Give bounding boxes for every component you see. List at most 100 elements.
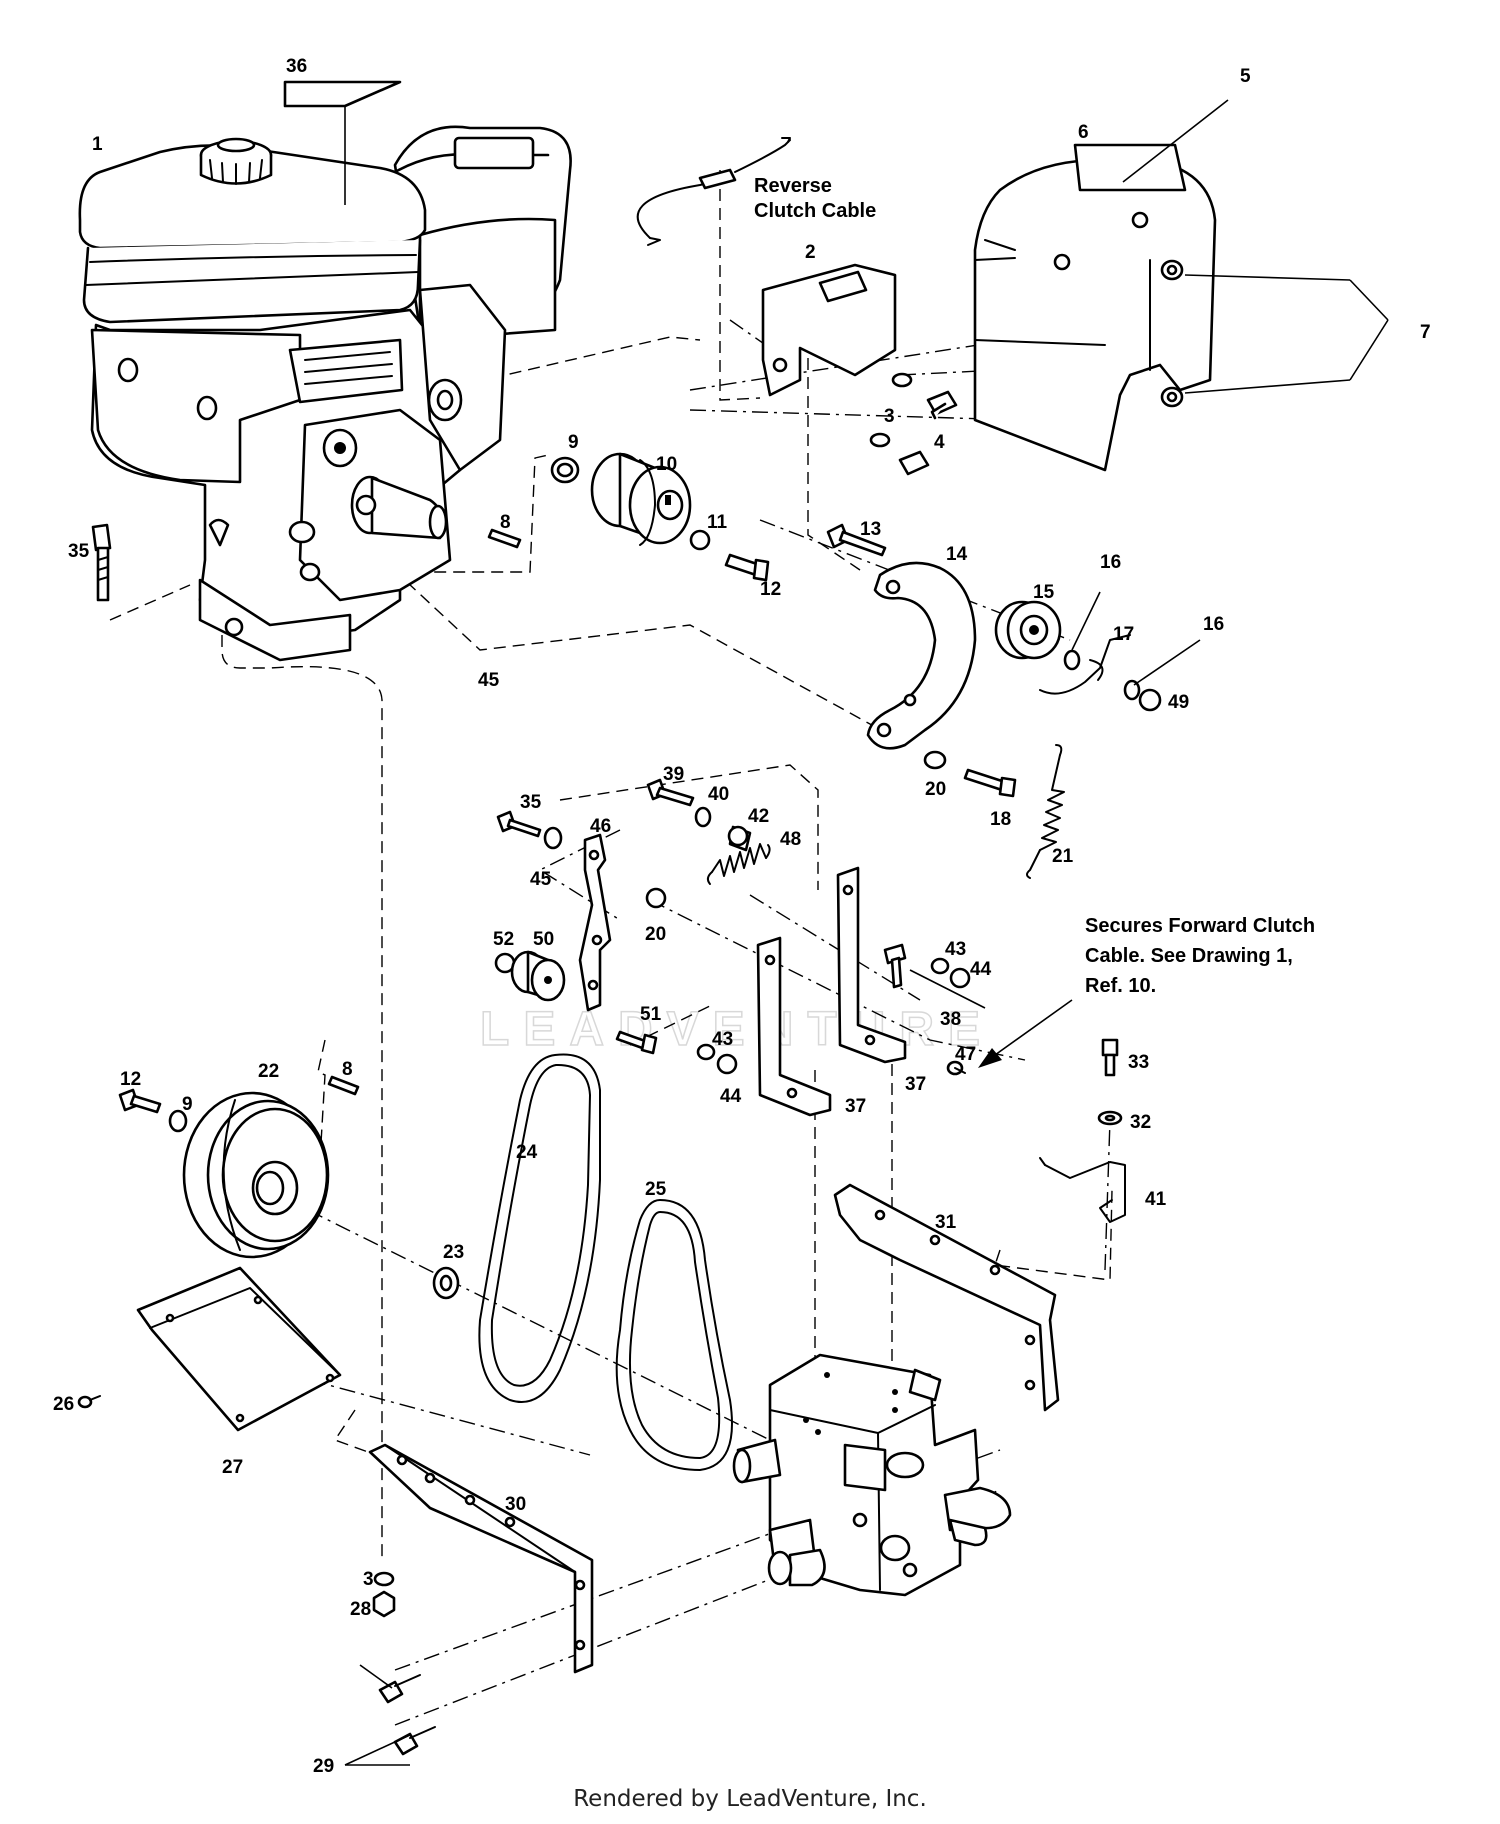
- bracket-2: [761, 263, 897, 397]
- bolt-18: [963, 768, 1017, 798]
- belt-25: [615, 1199, 733, 1471]
- bracket-31: [833, 1183, 1060, 1412]
- callout-9: 9: [568, 432, 579, 453]
- belt-cover-6: [973, 143, 1217, 472]
- bracket-37b: [836, 866, 907, 1064]
- bolt-39: [646, 778, 695, 807]
- washer-3b: [373, 1571, 395, 1587]
- washers-16: [1063, 649, 1141, 701]
- spring-48: [706, 843, 771, 885]
- callout-32: 32: [1130, 1112, 1151, 1133]
- bolt-35a: [91, 523, 112, 602]
- callout-20-b: 20: [645, 924, 666, 945]
- washer-3a: [869, 372, 913, 448]
- callout-3-b: 3: [363, 1569, 374, 1590]
- callout-49: 49: [1168, 692, 1189, 713]
- callout-45-b: 45: [530, 869, 552, 890]
- callout-14: 14: [946, 544, 968, 565]
- footer-credit: Rendered by LeadVenture, Inc.: [573, 1786, 927, 1812]
- callout-21: 21: [1052, 846, 1074, 867]
- engine: [78, 125, 572, 662]
- callout-43-b: 43: [712, 1029, 733, 1050]
- washer-23: [432, 1266, 460, 1300]
- callout-11: 11: [707, 512, 728, 533]
- screw-26: [77, 1395, 101, 1409]
- reverse-clutch-cable: [636, 137, 791, 246]
- callout-47: 47: [955, 1044, 976, 1065]
- callout-36: 36: [286, 56, 307, 77]
- note-reverse-clutch-cable: Reverse Clutch Cable: [754, 175, 876, 222]
- bracket-46: [578, 833, 612, 1012]
- callout-15: 15: [1033, 582, 1055, 603]
- callout-25: 25: [645, 1179, 667, 1200]
- bolts-4: [898, 390, 958, 476]
- callout-leaders: [344, 99, 1389, 1766]
- idler-arm-14: [866, 561, 977, 750]
- key-8b: [327, 1075, 360, 1096]
- rod-17: [1039, 634, 1131, 695]
- belt-24: [478, 1053, 601, 1403]
- washer-20b: [645, 887, 667, 909]
- callout-41: 41: [1145, 1189, 1167, 1210]
- callout-37-b: 37: [905, 1074, 926, 1095]
- callout-31: 31: [935, 1212, 957, 1233]
- callout-2: 2: [805, 242, 816, 263]
- transmission: [732, 1353, 1012, 1597]
- nut-49: [1138, 688, 1162, 712]
- callout-7: 7: [1420, 322, 1431, 343]
- decal-36: [283, 80, 402, 205]
- callout-6: 6: [1078, 122, 1089, 143]
- svg-text:Cable. See Drawing 1,: Cable. See Drawing 1,: [1085, 945, 1293, 967]
- callout-44-b: 44: [720, 1086, 742, 1107]
- rod-41: [1039, 1157, 1126, 1223]
- washer-45b: [543, 826, 563, 850]
- pulley-22: [182, 1091, 330, 1259]
- nut-28: [372, 1590, 396, 1618]
- bolt-35b: [496, 810, 542, 838]
- callout-28: 28: [350, 1599, 371, 1620]
- callout-24: 24: [516, 1142, 538, 1163]
- callout-9-b: 9: [182, 1094, 193, 1115]
- washer-11: [689, 529, 711, 551]
- svg-text:Ref. 10.: Ref. 10.: [1085, 975, 1156, 997]
- callouts: 36 1 5 6 2 7 3 4 9 10 11 12 8 35 13 14 1…: [53, 56, 1431, 1777]
- note-forward-clutch-cable: Secures Forward Clutch Cable. See Drawin…: [1085, 915, 1315, 997]
- callout-52: 52: [493, 929, 514, 950]
- bolt-12b: [118, 1088, 162, 1114]
- washer-9a: [550, 456, 580, 484]
- roller-50: [510, 950, 566, 1002]
- callout-18: 18: [990, 809, 1011, 830]
- callout-35: 35: [68, 541, 90, 562]
- callout-10: 10: [656, 454, 677, 475]
- idler-pulley-15: [994, 600, 1062, 660]
- callout-39: 39: [663, 764, 684, 785]
- callout-45: 45: [478, 670, 500, 691]
- guard-27: [136, 1266, 342, 1432]
- callout-5: 5: [1240, 66, 1251, 87]
- callout-16-b: 16: [1203, 614, 1224, 635]
- bracket-37a: [756, 936, 832, 1117]
- callout-50: 50: [533, 929, 554, 950]
- callout-40: 40: [708, 784, 729, 805]
- callout-16: 16: [1100, 552, 1121, 573]
- callout-35-b: 35: [520, 792, 542, 813]
- callout-42: 42: [748, 806, 769, 827]
- callout-4: 4: [934, 432, 945, 453]
- bolt-33: [1101, 1038, 1119, 1077]
- callout-12-b: 12: [120, 1069, 141, 1090]
- svg-text:Clutch Cable: Clutch Cable: [754, 200, 876, 222]
- callout-13: 13: [860, 519, 881, 540]
- callout-37: 37: [845, 1096, 866, 1117]
- nuts-44: [716, 967, 971, 1075]
- callout-3: 3: [884, 406, 895, 427]
- pulley-10: [590, 452, 692, 546]
- washer-9b: [168, 1109, 188, 1133]
- spacer-42: [727, 825, 752, 852]
- bolt-51: [615, 1030, 658, 1055]
- bolt-38: [883, 943, 907, 989]
- callout-8-b: 8: [342, 1059, 353, 1080]
- screws-29: [378, 1674, 436, 1756]
- callout-27: 27: [222, 1457, 243, 1478]
- washers-43: [696, 957, 950, 1061]
